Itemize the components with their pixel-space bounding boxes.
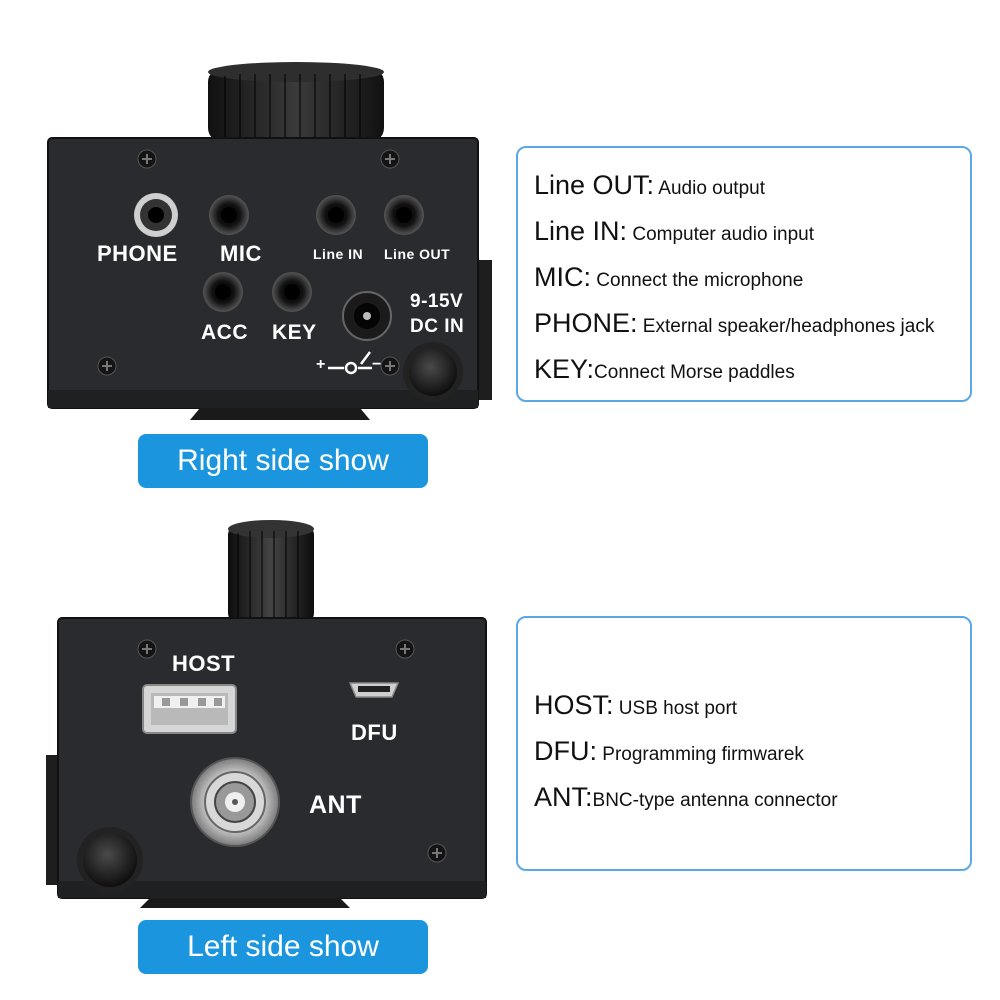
polarity-plus-label: + bbox=[316, 356, 326, 373]
info-row-dfu: DFU: Programming firmwarek bbox=[534, 736, 804, 767]
info-row-line-in: Line IN: Computer audio input bbox=[534, 216, 814, 247]
info-key: Line IN: bbox=[534, 216, 628, 246]
mic-jack bbox=[209, 195, 249, 235]
usb-host-port bbox=[142, 684, 237, 734]
info-key: ANT: bbox=[534, 782, 593, 812]
info-row-ant: ANT:BNC-type antenna connector bbox=[534, 782, 838, 813]
info-desc: Connect the microphone bbox=[591, 270, 804, 291]
left-side-caption: Left side show bbox=[138, 920, 428, 974]
phone-jack bbox=[134, 193, 178, 237]
info-key: KEY: bbox=[534, 354, 595, 384]
line-out-jack bbox=[384, 195, 424, 235]
rubber-foot bbox=[77, 827, 143, 893]
info-key: Line OUT: bbox=[534, 170, 655, 200]
polarity-minus-label: − bbox=[372, 356, 382, 373]
left-side-device-photo bbox=[46, 520, 487, 908]
tuning-knob bbox=[228, 520, 314, 623]
acc-jack bbox=[203, 272, 243, 312]
info-row-key: KEY:Connect Morse paddles bbox=[534, 354, 795, 385]
left-side-info-box: HOST: USB host port DFU: Programming fir… bbox=[516, 616, 972, 871]
acc-label: ACC bbox=[201, 321, 248, 344]
ant-label: ANT bbox=[309, 791, 362, 819]
key-jack bbox=[272, 272, 312, 312]
info-key: PHONE: bbox=[534, 308, 638, 338]
info-desc: Connect Morse paddles bbox=[594, 362, 795, 383]
info-key: MIC: bbox=[534, 262, 591, 292]
info-desc: Audio output bbox=[654, 178, 765, 199]
tuning-knob bbox=[208, 62, 384, 142]
dc-in-jack bbox=[342, 291, 392, 341]
mini-usb-dfu-port bbox=[348, 682, 400, 698]
info-key: DFU: bbox=[534, 736, 597, 766]
info-row-mic: MIC: Connect the microphone bbox=[534, 262, 803, 293]
dc-in-label: DC IN bbox=[410, 316, 465, 337]
info-desc: Programming firmwarek bbox=[597, 744, 804, 765]
info-row-host: HOST: USB host port bbox=[534, 690, 737, 721]
dfu-label: DFU bbox=[351, 720, 398, 745]
right-side-device-photo bbox=[47, 62, 492, 420]
bnc-antenna-connector bbox=[190, 757, 280, 847]
info-desc: BNC-type antenna connector bbox=[592, 790, 838, 811]
info-key: HOST: bbox=[534, 690, 614, 720]
info-desc: External speaker/headphones jack bbox=[637, 316, 935, 337]
info-row-phone: PHONE: External speaker/headphones jack bbox=[534, 308, 934, 339]
key-label: KEY bbox=[272, 321, 317, 344]
mic-label: MIC bbox=[220, 241, 262, 266]
line-out-label: Line OUT bbox=[384, 246, 451, 262]
right-side-info-box: Line OUT: Audio output Line IN: Computer… bbox=[516, 146, 972, 402]
phone-label: PHONE bbox=[97, 241, 178, 266]
rubber-foot bbox=[403, 342, 463, 402]
line-in-label: Line IN bbox=[313, 246, 364, 262]
voltage-label: 9-15V bbox=[410, 291, 464, 312]
host-label: HOST bbox=[172, 651, 236, 676]
info-row-line-out: Line OUT: Audio output bbox=[534, 170, 765, 201]
line-in-jack bbox=[316, 195, 356, 235]
info-desc: USB host port bbox=[613, 698, 738, 719]
info-desc: Computer audio input bbox=[627, 224, 815, 245]
right-side-caption: Right side show bbox=[138, 434, 428, 488]
